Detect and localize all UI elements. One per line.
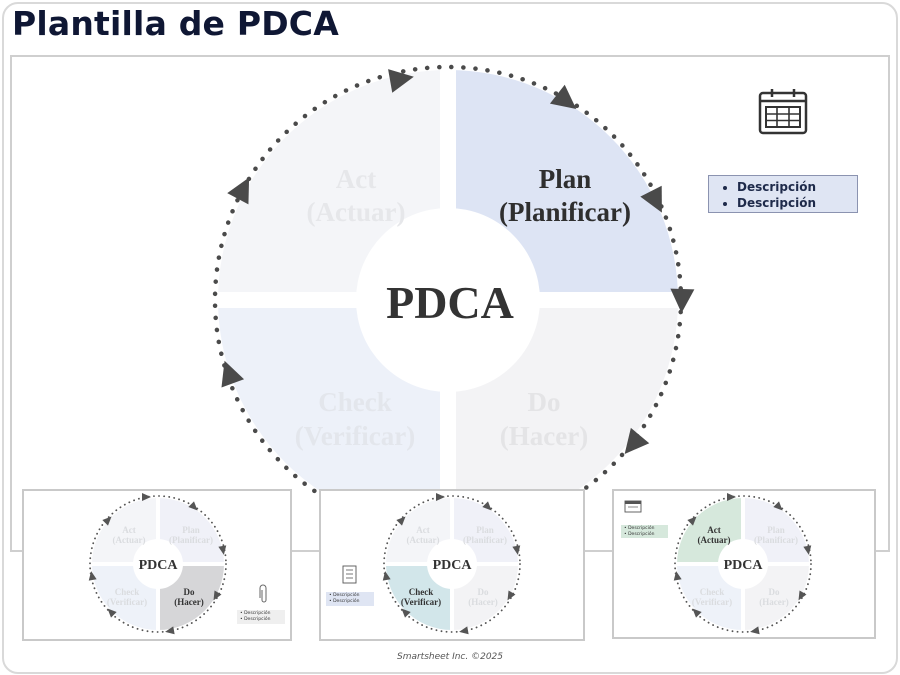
description-item: Descripción bbox=[737, 195, 857, 211]
paperclip-icon bbox=[259, 584, 267, 603]
do-label: Do bbox=[769, 587, 780, 597]
act-label: Act bbox=[336, 164, 376, 194]
cycle-arrow-icon bbox=[670, 288, 695, 313]
center-label: PDCA bbox=[139, 558, 179, 573]
plan-sublabel: (Planificar) bbox=[499, 197, 631, 227]
calendar-icon bbox=[758, 89, 808, 135]
do-sublabel: (Hacer) bbox=[500, 421, 588, 451]
thumbnail-diagram: Act (Actuar) Plan (Planificar) Check (Ve… bbox=[88, 493, 267, 635]
checklist-icon bbox=[342, 565, 357, 584]
description-box: Descripción Descripción bbox=[708, 175, 858, 213]
center-label: PDCA bbox=[724, 558, 764, 573]
do-label: Do bbox=[528, 387, 561, 417]
thumbnail-act[interactable]: Act (Actuar) Plan (Planificar) Check (Ve… bbox=[612, 489, 876, 639]
description-item: Descripción bbox=[329, 593, 371, 599]
center-circle bbox=[356, 208, 540, 392]
description-box: Descripción Descripción bbox=[326, 592, 374, 606]
check-sublabel: (Verificar) bbox=[401, 597, 441, 607]
act-label: Act bbox=[416, 525, 430, 535]
cycle-arrow-icon bbox=[227, 177, 250, 205]
plan-sublabel: (Planificar) bbox=[754, 535, 798, 545]
description-item: Descripción bbox=[624, 532, 665, 538]
check-label: Check bbox=[318, 387, 392, 417]
plan-label: Plan bbox=[767, 525, 785, 535]
do-sublabel: (Hacer) bbox=[174, 597, 203, 607]
footer-copyright: Smartsheet Inc. ©2025 bbox=[396, 652, 503, 662]
center-label: PDCA bbox=[386, 277, 514, 328]
act-sublabel: (Actuar) bbox=[113, 535, 146, 545]
description-item: Descripción bbox=[329, 599, 371, 605]
check-label: Check bbox=[700, 587, 725, 597]
act-sublabel: (Actuar) bbox=[698, 535, 731, 545]
cycle-arrow-icon bbox=[388, 69, 414, 93]
center-label: PDCA bbox=[433, 558, 473, 573]
plan-sublabel: (Planificar) bbox=[463, 535, 507, 545]
description-item: Descripción bbox=[240, 611, 282, 617]
description-item: Descripción bbox=[737, 179, 857, 195]
plan-label: Plan bbox=[476, 525, 494, 535]
do-sublabel: (Hacer) bbox=[468, 597, 497, 607]
thumbnail-check[interactable]: Act (Actuar) Plan (Planificar) Check (Ve… bbox=[319, 489, 585, 641]
cycle-arrow-icon bbox=[549, 84, 577, 110]
act-sublabel: (Actuar) bbox=[307, 197, 406, 227]
plan-label: Plan bbox=[182, 525, 200, 535]
do-label: Do bbox=[184, 587, 195, 597]
description-item: Descripción bbox=[240, 617, 282, 623]
thumbnail-do[interactable]: Act (Actuar) Plan (Planificar) Check (Ve… bbox=[22, 489, 292, 641]
do-sublabel: (Hacer) bbox=[759, 597, 788, 607]
description-box: Descripción Descripción bbox=[621, 525, 668, 538]
act-label: Act bbox=[707, 525, 721, 535]
check-label: Check bbox=[115, 587, 140, 597]
page-title: Plantilla de PDCA bbox=[12, 4, 339, 43]
plan-sublabel: (Planificar) bbox=[169, 535, 213, 545]
description-item: Descripción bbox=[624, 526, 665, 532]
cycle-arrow-icon bbox=[640, 185, 662, 213]
check-sublabel: (Verificar) bbox=[107, 597, 147, 607]
act-label: Act bbox=[122, 525, 136, 535]
card-icon bbox=[624, 500, 642, 513]
thumbnail-diagram: Act (Actuar) Plan (Planificar) Check (Ve… bbox=[624, 493, 813, 635]
check-sublabel: (Verificar) bbox=[295, 421, 415, 451]
cycle-arrow-icon bbox=[624, 427, 650, 454]
act-sublabel: (Actuar) bbox=[407, 535, 440, 545]
do-label: Do bbox=[478, 587, 489, 597]
thumbnail-diagram: Act (Actuar) Plan (Planificar) Check (Ve… bbox=[342, 493, 522, 635]
check-sublabel: (Verificar) bbox=[692, 597, 732, 607]
check-label: Check bbox=[409, 587, 434, 597]
cycle-arrow-icon bbox=[221, 360, 245, 388]
plan-label: Plan bbox=[539, 164, 592, 194]
description-box: Descripción Descripción bbox=[237, 610, 285, 624]
